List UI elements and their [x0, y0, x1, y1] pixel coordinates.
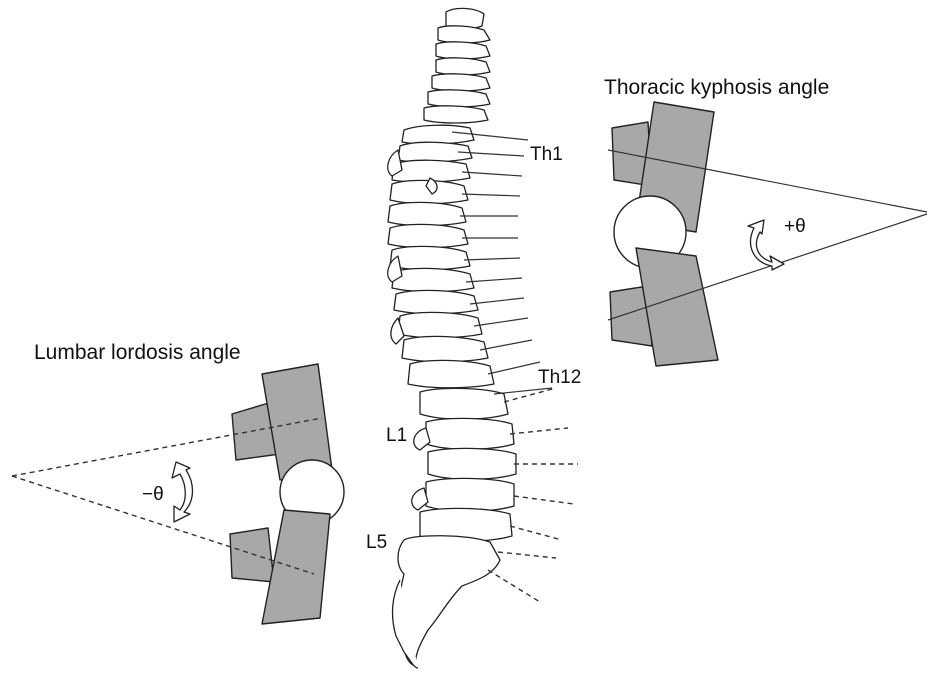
- thoracic-kyphosis-title: Thoracic kyphosis angle: [604, 76, 829, 99]
- curved-arrow-icon: [172, 462, 193, 522]
- level-label-l5: L5: [366, 532, 387, 553]
- negative-theta-label: −θ: [142, 484, 164, 505]
- lumbar-lower-block: [230, 510, 330, 624]
- thoracic-lower-block: [610, 248, 718, 366]
- cervical-vertebrae: [424, 8, 490, 123]
- sacrum: [393, 536, 500, 668]
- lumbar-vertebrae: [412, 388, 516, 541]
- thoracic-kyphosis-gadget: Thoracic kyphosis angle +θ: [604, 76, 927, 366]
- positive-theta-label: +θ: [784, 216, 806, 237]
- thoracic-vertebrae: [388, 125, 494, 388]
- spine-column: Th1 Th12 L1 L5: [366, 8, 581, 668]
- lumbar-lordosis-title: Lumbar lordosis angle: [34, 341, 241, 364]
- lumbar-lordosis-gadget: Lumbar lordosis angle −θ: [12, 341, 344, 624]
- curved-arrow-icon: [748, 220, 784, 270]
- level-label-l1: L1: [386, 425, 407, 446]
- level-label-th12: Th12: [538, 367, 581, 388]
- level-label-th1: Th1: [530, 144, 563, 165]
